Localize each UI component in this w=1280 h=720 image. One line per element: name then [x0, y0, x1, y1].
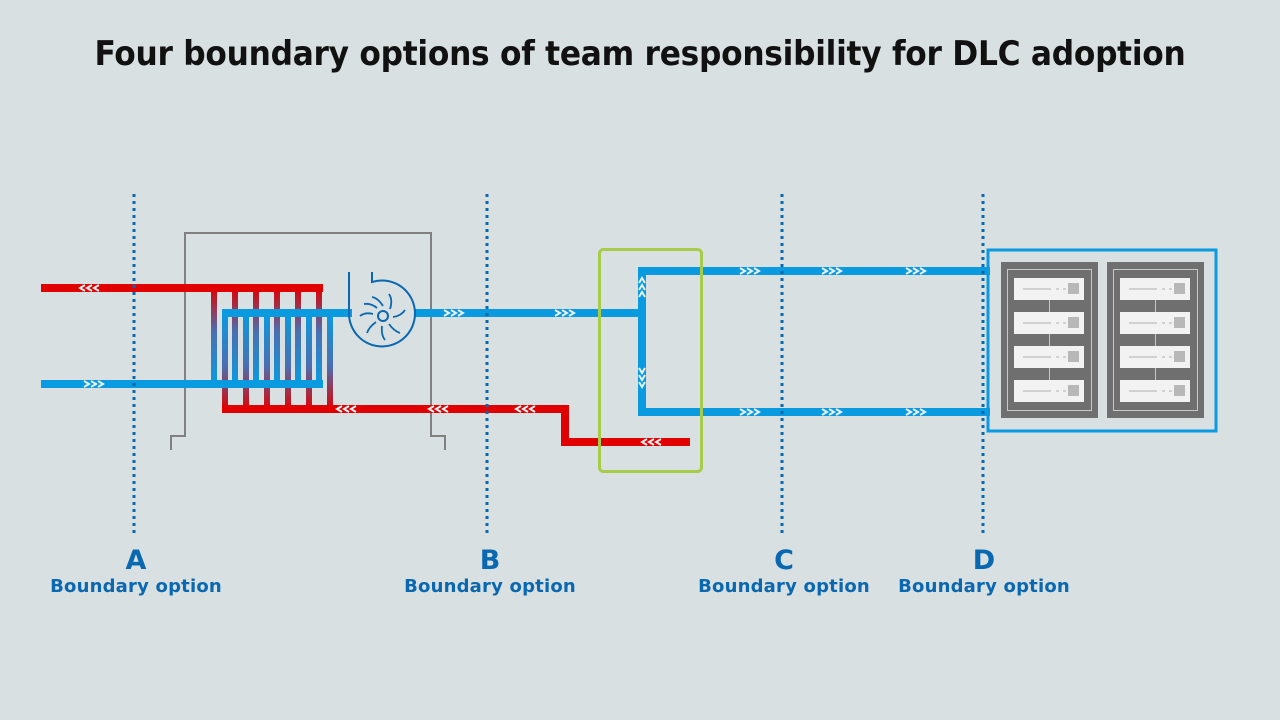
fan-pump-icon	[347, 272, 416, 348]
server-indicator	[1068, 317, 1079, 328]
server-unit	[1120, 346, 1190, 368]
rack-inner-frame	[1113, 269, 1198, 411]
cold-pipe-upper-rack	[638, 267, 990, 275]
server-rack	[1001, 262, 1098, 418]
server-unit	[1120, 380, 1190, 402]
server-indicator	[1174, 385, 1185, 396]
cold-pipe-lower-rack	[638, 408, 990, 416]
rack-inner-frame	[1007, 269, 1092, 411]
boundary-caption: Boundary option	[50, 576, 222, 597]
server-indicator	[1068, 385, 1079, 396]
server-indicator	[1174, 283, 1185, 294]
server-unit	[1014, 312, 1084, 334]
boundary-label-b: B Boundary option	[390, 546, 590, 598]
rack-enclosure	[986, 248, 1218, 433]
boundary-letter: A	[125, 545, 147, 576]
boundary-label-a: A Boundary option	[36, 546, 236, 598]
hot-pipe-return	[330, 405, 690, 446]
server-unit	[1014, 346, 1084, 368]
server-rack	[1107, 262, 1204, 418]
boundary-label-d: D Boundary option	[884, 546, 1084, 598]
chevrons-left	[78, 284, 662, 446]
boundary-letter: D	[972, 545, 996, 576]
cold-pipe-inlet	[41, 380, 323, 388]
cdu-frame	[598, 248, 703, 473]
cold-pipe-to-cdu	[414, 309, 645, 317]
boundary-letter: C	[774, 545, 794, 576]
server-indicator	[1174, 351, 1185, 362]
cooling-unit-housing	[170, 232, 446, 450]
server-unit	[1120, 312, 1190, 334]
cold-supply-pipes	[41, 267, 990, 416]
boundary-letter: B	[479, 545, 501, 576]
chevrons-vertical	[638, 276, 646, 389]
boundary-caption: Boundary option	[698, 576, 870, 597]
cold-pipe-coil-header	[222, 309, 352, 317]
boundary-label-c: C Boundary option	[684, 546, 884, 598]
hot-return-pipes	[41, 284, 690, 446]
server-indicator	[1068, 283, 1079, 294]
hot-pipe-bottom-header	[222, 405, 337, 413]
heat-exchanger-coil	[211, 288, 333, 410]
server-unit	[1014, 278, 1084, 300]
server-racks	[986, 248, 1218, 433]
server-indicator	[1068, 351, 1079, 362]
chevrons-right	[83, 267, 927, 416]
boundary-caption: Boundary option	[898, 576, 1070, 597]
boundary-lines	[132, 194, 985, 536]
server-unit	[1120, 278, 1190, 300]
page-title: Four boundary options of team responsibi…	[94, 34, 1186, 74]
server-unit	[1014, 380, 1084, 402]
flow-chevrons	[78, 267, 927, 446]
server-indicator	[1174, 317, 1185, 328]
cdu-vertical-pipe	[638, 267, 646, 416]
hot-pipe-top	[41, 284, 323, 292]
boundary-caption: Boundary option	[404, 576, 576, 597]
